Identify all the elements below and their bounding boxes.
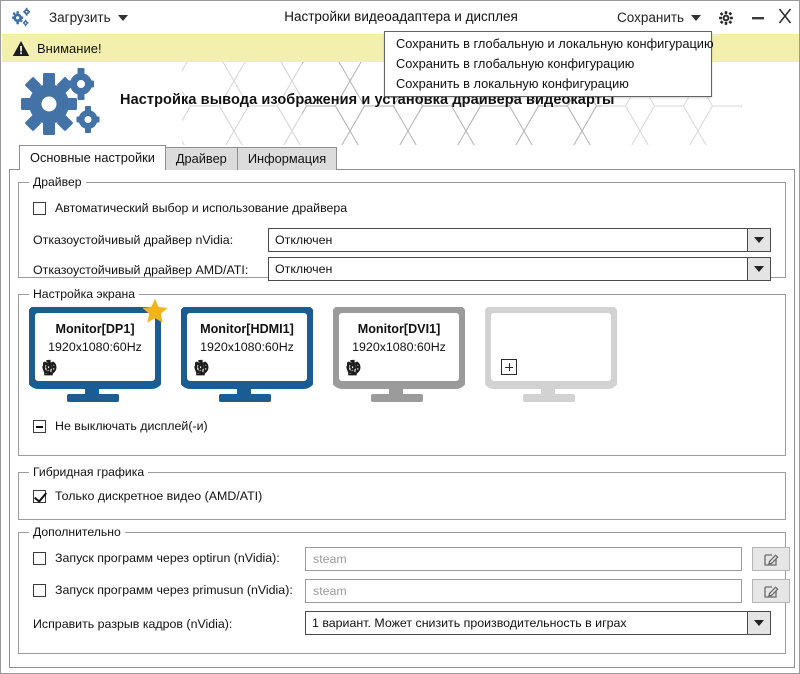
monitor-frame-icon: [29, 307, 161, 402]
amd-driver-select[interactable]: Отключен: [268, 257, 771, 281]
monitor-actions: [193, 359, 301, 379]
nvidia-driver-value: Отключен: [275, 233, 333, 247]
auto-driver-checkbox[interactable]: [33, 201, 46, 215]
chevron-down-icon: [117, 14, 128, 21]
plus-icon[interactable]: [501, 359, 517, 375]
tab-information[interactable]: Информация: [236, 147, 338, 170]
no-blank-checkbox[interactable]: [33, 419, 46, 433]
tab-main-settings[interactable]: Основные настройки: [19, 145, 166, 170]
optirun-checkbox[interactable]: [33, 551, 46, 565]
screen-setup-group-title: Настройка экрана: [29, 287, 139, 301]
monitor-name: Monitor[DP1]: [55, 322, 135, 336]
tab-driver[interactable]: Драйвер: [164, 147, 238, 170]
tab-bar: Основные настройки Драйвер Информация: [19, 145, 338, 170]
nvidia-driver-chevron-down-icon[interactable]: [747, 229, 770, 251]
monitor-card-dp1[interactable]: Monitor[DP1] 1920x1080:60Hz: [29, 298, 168, 403]
primusrun-checkbox[interactable]: [33, 583, 46, 597]
nvidia-driver-label-row: Отказоустойчивый драйвер nVidia:: [33, 233, 233, 247]
load-button-label: Загрузить: [49, 10, 111, 25]
chevron-down-icon: [691, 14, 702, 21]
monitor-resolution: 1920x1080:60Hz: [352, 340, 446, 354]
discrete-only-checkbox[interactable]: [33, 489, 46, 503]
save-button-label: Сохранить: [617, 10, 685, 25]
tearfree-value: 1 вариант. Может снизить производительно…: [312, 616, 627, 630]
menu-item-save-local[interactable]: Сохранить в локальную конфигурацию: [396, 76, 629, 91]
amd-driver-label-row: Отказоустойчивый драйвер AMD/ATI:: [33, 263, 248, 277]
monitor-list: Monitor[DP1] 1920x1080:60Hz: [29, 298, 617, 403]
close-icon[interactable]: [777, 6, 793, 26]
load-menu-button[interactable]: Загрузить: [45, 8, 132, 27]
tab-panel-main-settings: Драйвер Автоматический выбор и использов…: [9, 169, 795, 668]
primary-star-icon: [141, 298, 169, 325]
title-bar: Загрузить Настройки видеоадаптера и дисп…: [1, 1, 799, 34]
amd-driver-chevron-down-icon[interactable]: [747, 258, 770, 280]
monitor-resolution: 1920x1080:60Hz: [200, 340, 294, 354]
monitor-card-hdmi1[interactable]: Monitor[HDMI1] 1920x1080:60Hz: [181, 307, 313, 403]
app-gears-icon: [10, 7, 34, 29]
driver-group-title: Драйвер: [29, 175, 86, 189]
optirun-label: Запуск программ через optirun (nVidia):: [55, 551, 280, 565]
primusrun-input[interactable]: steam: [305, 579, 742, 603]
hybrid-graphics-group-title: Гибридная графика: [29, 465, 149, 479]
save-menu-button[interactable]: Сохранить: [613, 8, 705, 27]
warning-triangle-icon: [12, 40, 30, 57]
primusrun-checkbox-row[interactable]: Запуск программ через primusun (nVidia):: [33, 583, 293, 597]
window-title: Настройки видеоадаптера и дисплея: [284, 9, 518, 24]
optirun-checkbox-row[interactable]: Запуск программ через optirun (nVidia):: [33, 551, 280, 565]
monitor-name: Monitor[DVI1]: [357, 322, 441, 336]
tearfree-chevron-down-icon[interactable]: [747, 612, 770, 634]
save-dropdown-menu: Сохранить в глобальную и локальную конфи…: [384, 31, 714, 97]
minimize-icon[interactable]: [749, 9, 767, 27]
pencil-square-icon: [763, 585, 779, 598]
hybrid-graphics-group: Гибридная графика Только дискретное виде…: [18, 465, 786, 520]
hero-gears-logo: [16, 68, 108, 140]
discrete-only-label: Только дискретное видео (AMD/ATI): [55, 489, 263, 503]
monitor-card-dvi1[interactable]: Monitor[DVI1] 1920x1080:60Hz: [333, 307, 465, 403]
no-blank-checkbox-row[interactable]: Не выключать дисплей(-и): [33, 419, 208, 433]
driver-group: Драйвер Автоматический выбор и использов…: [18, 175, 786, 281]
auto-driver-checkbox-row[interactable]: Автоматический выбор и использование дра…: [33, 201, 347, 215]
menu-item-save-global[interactable]: Сохранить в глобальную конфигурацию: [396, 56, 635, 71]
monitor-frame-icon: [181, 307, 313, 402]
amd-driver-label: Отказоустойчивый драйвер AMD/ATI:: [33, 263, 249, 277]
tearfree-select[interactable]: 1 вариант. Может снизить производительно…: [305, 611, 771, 635]
warning-text: Внимание!: [37, 40, 102, 56]
monitor-card-add-slot[interactable]: [485, 307, 617, 403]
optirun-placeholder: steam: [313, 552, 347, 566]
discrete-only-checkbox-row[interactable]: Только дискретное видео (AMD/ATI): [33, 489, 262, 503]
optirun-input[interactable]: steam: [305, 547, 742, 571]
extra-group: Дополнительно Запуск программ через opti…: [18, 525, 790, 654]
monitor-resolution: 1920x1080:60Hz: [48, 340, 142, 354]
tearfree-label-row: Исправить разрыв кадров (nVidia):: [33, 617, 232, 631]
nvidia-driver-select[interactable]: Отключен: [268, 228, 771, 252]
amd-driver-value: Отключен: [275, 262, 333, 276]
menu-item-save-global-and-local[interactable]: Сохранить в глобальную и локальную конфи…: [396, 36, 714, 51]
monitor-actions: [345, 359, 453, 379]
monitor-frame-icon: [333, 307, 465, 402]
pencil-square-icon: [763, 553, 779, 566]
settings-gear-icon[interactable]: [717, 9, 735, 27]
monitor-actions: [41, 359, 149, 379]
primusrun-edit-button[interactable]: [752, 579, 790, 603]
extra-group-title: Дополнительно: [29, 525, 125, 539]
optirun-edit-button[interactable]: [752, 547, 790, 571]
tearfree-label: Исправить разрыв кадров (nVidia):: [33, 617, 233, 631]
auto-driver-label: Автоматический выбор и использование дра…: [55, 201, 348, 215]
no-blank-label: Не выключать дисплей(-и): [55, 419, 208, 433]
primusrun-placeholder: steam: [313, 584, 347, 598]
monitor-name: Monitor[HDMI1]: [200, 322, 294, 336]
screen-setup-group: Настройка экрана Monitor[DP1] 1920x1080:…: [18, 287, 786, 456]
monitor-frame-icon: [485, 307, 617, 402]
nvidia-driver-label: Отказоустойчивый драйвер nVidia:: [33, 233, 234, 247]
primusrun-label: Запуск программ через primusun (nVidia):: [55, 583, 293, 597]
